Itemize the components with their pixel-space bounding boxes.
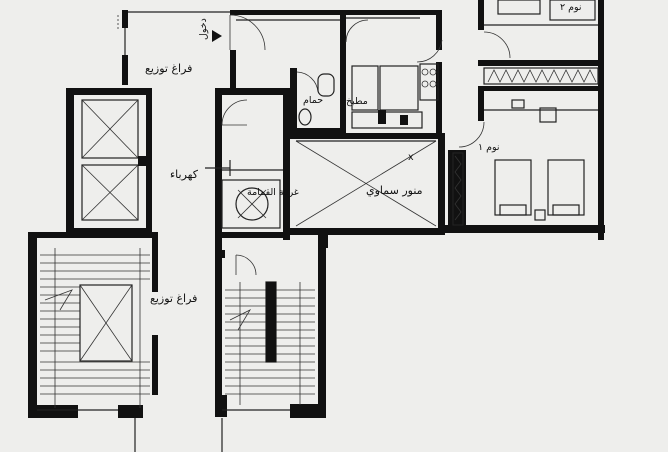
bedroom-2-label: نوم ٢: [560, 2, 582, 13]
kitchen: [345, 10, 443, 137]
bed-icon: [497, 0, 541, 15]
lobby-top-label: فراغ توزيع: [145, 62, 192, 75]
electricity-room: [205, 95, 290, 240]
elevator-shaft: [66, 88, 152, 234]
wardrobe: [478, 60, 604, 123]
stairwell-left: [28, 232, 158, 452]
bathroom-label: حمام: [303, 95, 323, 106]
bedroom-2: [478, 0, 604, 240]
entrance-arrow-icon: [212, 30, 222, 42]
lobby-bottom-label: فراغ توزيع: [150, 292, 197, 305]
bedroom-1-label: نوم ١: [478, 142, 500, 153]
skylight-label: منور سماوي: [366, 184, 423, 197]
trash-room-label: غرفة القمامة: [247, 187, 299, 198]
toilet-icon: [298, 108, 312, 126]
entrance-marker: دخول: [198, 18, 222, 42]
fan-icon: [235, 187, 269, 221]
stair-treads: [40, 248, 150, 408]
door-swing: [229, 14, 266, 51]
top-lobby: [122, 10, 342, 95]
bedroom-1: [445, 121, 605, 233]
stairwell-right: [215, 238, 326, 452]
sink-icon: [317, 73, 335, 97]
entrance-label: دخول: [198, 18, 209, 40]
kitchen-label: مطبخ: [346, 96, 368, 107]
bathroom: [290, 10, 346, 138]
stove-icon: [419, 63, 439, 101]
skylight-mark: x: [408, 152, 414, 163]
electricity-label: كهرباء: [170, 168, 199, 181]
